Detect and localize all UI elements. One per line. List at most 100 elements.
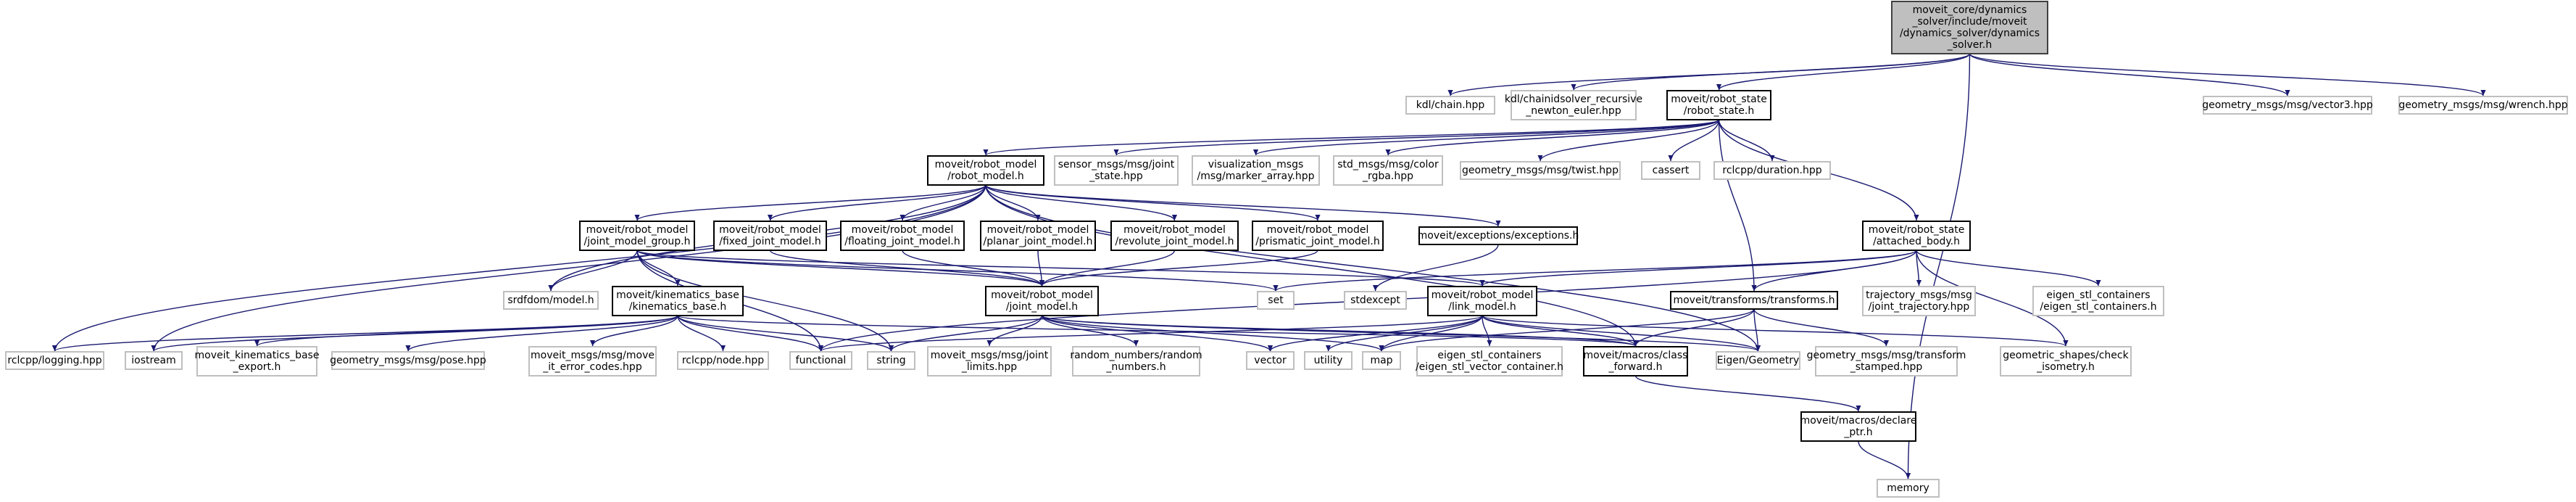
- node-box: [2398, 96, 2568, 115]
- node-box: [927, 155, 1044, 186]
- node-box: [2000, 346, 2132, 376]
- node-label: /floating_joint_model.h: [844, 236, 960, 247]
- node-label: _ptr.h: [1843, 427, 1872, 438]
- edge-link-model-to-vector: [1268, 315, 1483, 352]
- node-planar-joint-model[interactable]: moveit/robot_model/planar_joint_model.h: [980, 221, 1096, 251]
- node-box: [840, 221, 965, 251]
- node-map: map: [1362, 351, 1401, 370]
- edge-fixed-joint-model-to-joint-model: [769, 250, 1044, 287]
- node-floating-joint-model[interactable]: moveit/robot_model/floating_joint_model.…: [840, 221, 965, 251]
- node-label: geometric_shapes/check: [2003, 350, 2129, 361]
- node-label: geometry_msgs/msg/transform: [1807, 350, 1966, 361]
- node-exceptions[interactable]: moveit/exceptions/exceptions.h: [1418, 226, 1579, 245]
- node-label: stdexcept: [1350, 295, 1400, 306]
- node-joint-model-group[interactable]: moveit/robot_model/joint_model_group.h: [579, 221, 695, 251]
- edge-attached-body-to-eigen-stl-containers-h: [1916, 250, 2101, 287]
- edge-prismatic-joint-model-to-joint-model: [1039, 250, 1318, 287]
- node-label: /revolute_joint_model.h: [1115, 236, 1234, 247]
- node-label: moveit_core/dynamics: [1913, 4, 2027, 16]
- node-vector3: geometry_msgs/msg/vector3.hpp: [2202, 96, 2373, 115]
- node-utility: utility: [1304, 351, 1353, 370]
- node-attached-body[interactable]: moveit/robot_state/attached_body.h: [1862, 221, 1971, 251]
- node-box: [528, 346, 657, 376]
- edge-kinematics-base-to-move-it-error-codes: [589, 315, 678, 347]
- node-srdfdom: srdfdom/model.h: [503, 291, 599, 310]
- edge-kinematics-base-to-pose: [405, 315, 678, 352]
- node-label: trajectory_msgs/msg: [1866, 289, 1972, 301]
- node-fixed-joint-model[interactable]: moveit/robot_model/fixed_joint_model.h: [713, 221, 827, 251]
- node-box: [713, 221, 827, 251]
- edge-robot-state-to-color-rgba: [1385, 119, 1720, 156]
- node-label: kdl/chainidsolver_recursive: [1505, 94, 1642, 105]
- node-label: visualization_msgs: [1208, 159, 1304, 170]
- node-label: map: [1370, 355, 1392, 366]
- node-link-model[interactable]: moveit/robot_model/link_model.h: [1427, 286, 1537, 316]
- edge-joint-model-to-map: [1041, 315, 1384, 352]
- node-box: [1666, 90, 1771, 120]
- node-label: _isometry.h: [2036, 361, 2095, 373]
- edge-transforms-to-transform-stamped: [1753, 308, 1890, 347]
- node-vector: vector: [1246, 351, 1295, 370]
- node-label: random_numbers/random: [1070, 350, 1202, 361]
- edge-kinematics-base-to-logging: [52, 315, 678, 352]
- node-box: [1511, 90, 1637, 120]
- edge-robot-state-to-joint-state: [1113, 119, 1720, 156]
- node-box: [1054, 155, 1179, 186]
- edge-joint-model-to-eigen-geometry: [1041, 315, 1761, 352]
- node-label: /planar_joint_model.h: [984, 236, 1093, 247]
- edge-robot-state-to-twist: [1537, 119, 1720, 162]
- node-box: [1460, 161, 1621, 180]
- node-box: [985, 286, 1099, 316]
- node-marker-array: visualization_msgs/msg/marker_array.hpp: [1192, 155, 1320, 186]
- node-pose: geometry_msgs/msg/pose.hpp: [330, 351, 486, 370]
- node-label: functional: [796, 355, 847, 366]
- node-kdl-chain: kdl/chain.hpp: [1405, 96, 1495, 115]
- node-box: [789, 351, 852, 370]
- node-joint-trajectory: trajectory_msgs/msg/joint_trajectory.hpp: [1862, 286, 1976, 316]
- node-label: moveit/robot_model: [1267, 224, 1369, 236]
- node-revolute-joint-model[interactable]: moveit/robot_model/revolute_joint_model.…: [1110, 221, 1239, 251]
- edge-floating-joint-model-to-joint-model: [902, 250, 1045, 287]
- edge-joint-model-to-string: [888, 315, 1043, 352]
- edge-robot-model-to-class-forward: [985, 184, 1639, 347]
- edge-kinematics-base-to-class-forward: [677, 315, 1638, 347]
- node-label: /dynamics_solver/dynamics: [1900, 28, 2040, 39]
- node-box: [1405, 96, 1495, 115]
- edge-dynamics-solver-to-robot-state: [1716, 53, 1971, 91]
- edge-link-model-to-utility: [1325, 315, 1483, 352]
- node-box: [1583, 346, 1688, 376]
- node-label: /prismatic_joint_model.h: [1255, 236, 1379, 247]
- node-label: _newton_euler.hpp: [1525, 105, 1621, 117]
- node-robot-model[interactable]: moveit/robot_model/robot_model.h: [927, 155, 1044, 186]
- node-class-forward[interactable]: moveit/macros/class_forward.h: [1583, 346, 1688, 376]
- node-label: moveit_msgs/msg/move: [531, 350, 655, 361]
- edge-joint-model-group-to-link-model: [636, 250, 1485, 287]
- node-label: utility: [1314, 355, 1343, 366]
- node-label: moveit_msgs/msg/joint: [931, 350, 1049, 361]
- node-string: string: [867, 351, 915, 370]
- node-declare-ptr[interactable]: moveit/macros/declare_ptr.h: [1800, 411, 1917, 442]
- node-box: [1862, 286, 1976, 316]
- dependency-edges: [52, 53, 2486, 480]
- edge-dynamics-solver-to-wrench: [1969, 53, 2486, 96]
- node-box: [1304, 351, 1353, 370]
- node-robot-state[interactable]: moveit/robot_state/robot_state.h: [1666, 90, 1771, 120]
- node-label: _solver.h: [1947, 39, 1992, 51]
- node-label: _rgba.hpp: [1362, 170, 1413, 182]
- edge-revolute-joint-model-to-joint-model: [1039, 250, 1176, 287]
- node-kinematics-base[interactable]: moveit/kinematics_base/kinematics_base.h: [612, 286, 744, 316]
- node-label: geometry_msgs/msg/twist.hpp: [1462, 165, 1619, 176]
- node-label: moveit/robot_model: [1432, 289, 1534, 301]
- node-joint-model[interactable]: moveit/robot_model/joint_model.h: [985, 286, 1099, 316]
- node-transforms[interactable]: moveit/transforms/transforms.h: [1670, 291, 1838, 310]
- node-box: [1333, 155, 1443, 186]
- node-box: [1641, 161, 1700, 180]
- node-label: moveit/robot_state: [1671, 94, 1767, 105]
- edge-kinematics-base-to-kinematics-base-export: [254, 315, 678, 347]
- node-box: [1800, 411, 1916, 442]
- node-box: [1110, 221, 1239, 251]
- node-prismatic-joint-model[interactable]: moveit/robot_model/prismatic_joint_model…: [1252, 221, 1384, 251]
- node-box: [1713, 161, 1831, 180]
- edge-robot-model-to-eigen-geometry: [985, 184, 1761, 352]
